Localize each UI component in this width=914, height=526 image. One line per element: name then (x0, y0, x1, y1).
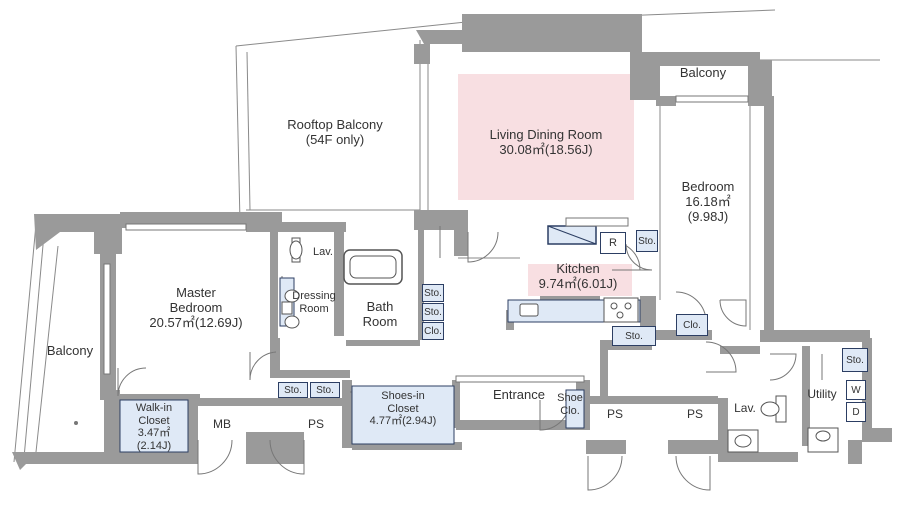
dryer-box: D (846, 402, 866, 422)
living-dining-highlight (458, 74, 634, 200)
utility-sink (815, 430, 831, 442)
master-bedroom-area: 20.57㎡(12.69J) (149, 314, 243, 330)
living-dining-name: Living Dining Room (489, 127, 603, 142)
shoe-closet-label: Shoe Clo. (552, 392, 588, 417)
kitchen-name: Kitchen (556, 261, 600, 276)
shoesin-closet-label: Shoes-in Closet 4.77㎡(2.94J) (356, 390, 450, 428)
kitchen-highlight (528, 264, 632, 296)
walkin-closet-name-1: Walk-in (135, 402, 173, 414)
toilet-lower (760, 401, 780, 417)
sto-bath-1: Sto. (422, 284, 444, 302)
ps-right-a-label: PS (606, 407, 623, 421)
rooftop-balcony-label: Rooftop Balcony (54F only) (270, 117, 400, 148)
walkin-closet-area-j: (2.14J) (136, 439, 172, 452)
walkin-closet-area (119, 399, 189, 453)
lav-lower-label: Lav. (734, 401, 756, 415)
bedroom-name: Bedroom (681, 179, 735, 194)
bedroom-area-j: (9.98J) (687, 208, 729, 224)
walkin-closet-label: Walk-in Closet 3.47㎡ (2.14J) (120, 402, 188, 453)
bath-room-name-2: Room (362, 313, 398, 329)
cooktop (603, 297, 639, 323)
sto-corridor-2: Sto. (310, 382, 340, 398)
kitchen-sink (519, 303, 539, 317)
master-bedroom-label: Master Bedroom 20.57㎡(12.69J) (126, 285, 266, 331)
balcony-left-label: Balcony (46, 343, 94, 358)
rooftop-balcony-note: (54F only) (305, 131, 365, 147)
sto-corridor-1: Sto. (278, 382, 308, 398)
entrance-label: Entrance (492, 387, 546, 402)
refrigerator-box: R (600, 232, 626, 254)
sto-hall: Sto. (612, 326, 656, 346)
walkin-closet-name-2: Closet (138, 414, 170, 427)
shoesin-closet-name-2: Closet (387, 402, 419, 415)
sto-bath-2: Sto. (422, 303, 444, 321)
bedroom-area-m2: 16.18㎡ (685, 193, 731, 209)
shoesin-closet-area: 4.77㎡(2.94J) (369, 415, 437, 428)
kitchen-label: Kitchen 9.74㎡(6.01J) (526, 261, 630, 292)
living-dining-area: 30.08㎡(18.56J) (499, 141, 593, 157)
bath-room-name-1: Bath (366, 299, 394, 314)
lav-upper-label: Lav. (313, 246, 333, 258)
bath-room-label: Bath Room (350, 299, 410, 330)
dressing-room-label: Dressing Room (286, 290, 342, 315)
ps-right-b-label: PS (686, 407, 703, 421)
ps-left-label: PS (307, 417, 324, 431)
shoe-closet-name-2: Clo. (560, 404, 580, 417)
shoesin-closet-name-1: Shoes-in (381, 390, 425, 402)
sto-kitchen: Sto. (636, 230, 658, 252)
balcony-top-label: Balcony (679, 65, 727, 80)
master-bedroom-name-1: Master (176, 285, 216, 300)
lav-sink-lower (734, 434, 752, 448)
washer-box: W (846, 380, 866, 400)
vanity-sink-2 (284, 315, 300, 329)
sto-utility: Sto. (842, 348, 868, 372)
master-bedroom-name-2: Bedroom (169, 299, 223, 315)
clo-bath: Clo. (422, 322, 444, 340)
shoe-closet-name-1: Shoe (557, 392, 583, 404)
kitchen-area: 9.74㎡(6.01J) (538, 275, 618, 291)
walkin-closet-area-m2: 3.47㎡ (137, 427, 171, 440)
shoesin-closet-area (351, 385, 455, 445)
dressing-room-name-1: Dressing (292, 290, 336, 302)
living-dining-label: Living Dining Room 30.08㎡(18.56J) (460, 127, 632, 158)
bedroom-label: Bedroom 16.18㎡ (9.98J) (664, 179, 752, 225)
dressing-room-name-2: Room (299, 302, 329, 315)
clo-bedroom: Clo. (676, 314, 708, 336)
utility-label: Utility (807, 387, 837, 401)
mb-label: MB (213, 417, 231, 431)
rooftop-balcony-name: Rooftop Balcony (287, 117, 383, 132)
toilet-upper (289, 240, 303, 260)
